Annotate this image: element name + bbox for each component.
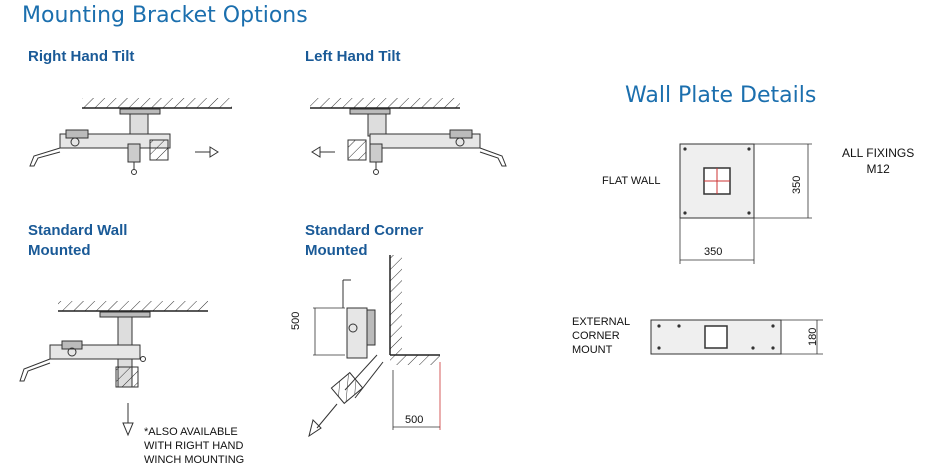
all-fixings-note: ALL FIXINGS M12 — [842, 145, 914, 177]
arrow-diagonal-icon — [308, 419, 322, 438]
beam-section — [347, 139, 367, 161]
external-corner-label: EXTERNAL CORNER MOUNT — [572, 315, 630, 357]
ceiling-hatch — [82, 98, 232, 108]
standard-corner-label: Standard Corner Mounted — [305, 221, 423, 261]
corner-horizontal-dim: 500 — [405, 414, 424, 426]
right-hand-tilt-label: Right Hand Tilt — [28, 48, 135, 65]
also-available-line2: WITH RIGHT HAND — [144, 440, 244, 452]
wall-hatch-bottom — [390, 355, 440, 365]
wall-hatch — [390, 255, 402, 355]
standard-wall-line2: Mounted — [28, 242, 91, 259]
wall-plate-title: Wall Plate Details — [625, 83, 817, 108]
flat-wall-height-dim: 350 — [791, 175, 803, 194]
also-available-line3: WINCH MOUNTING — [144, 454, 245, 466]
ceiling-hatch — [310, 98, 460, 108]
external-corner-height-dim: 180 — [807, 327, 819, 346]
beam-section — [115, 366, 139, 388]
arrow-left-icon — [311, 146, 321, 158]
right-hand-tilt-diagram — [29, 98, 232, 175]
flat-wall-label: FLAT WALL — [602, 175, 661, 187]
beam-section — [149, 139, 169, 161]
ceiling-hatch — [58, 301, 208, 311]
beam-section — [330, 371, 364, 405]
external-line2: CORNER — [572, 330, 620, 342]
all-fixings-line1: ALL FIXINGS — [842, 146, 915, 160]
corner-vertical-dim: 500 — [290, 311, 302, 330]
left-hand-tilt-diagram — [310, 98, 507, 175]
also-available-note: *ALSO AVAILABLE WITH RIGHT HAND WINCH MO… — [144, 425, 244, 467]
all-fixings-line2: M12 — [866, 162, 890, 176]
external-line1: EXTERNAL — [572, 316, 631, 328]
flat-wall-width-dim: 350 — [704, 246, 723, 258]
standard-wall-diagram — [19, 301, 208, 437]
arrow-down-icon — [122, 422, 134, 437]
arrow-right-icon — [209, 146, 219, 158]
external-line3: MOUNT — [572, 344, 613, 356]
left-hand-tilt-label: Left Hand Tilt — [305, 48, 401, 65]
standard-wall-line1: Standard Wall — [28, 222, 128, 239]
standard-corner-diagram — [308, 255, 441, 438]
flat-wall-plate-diagram — [679, 143, 812, 264]
standard-corner-line1: Standard Corner — [305, 222, 424, 239]
standard-wall-label: Standard Wall Mounted — [28, 221, 127, 261]
standard-corner-line2: Mounted — [305, 242, 368, 259]
external-corner-plate-diagram — [650, 319, 823, 355]
also-available-line1: *ALSO AVAILABLE — [144, 426, 238, 438]
main-title: Mounting Bracket Options — [22, 3, 308, 28]
